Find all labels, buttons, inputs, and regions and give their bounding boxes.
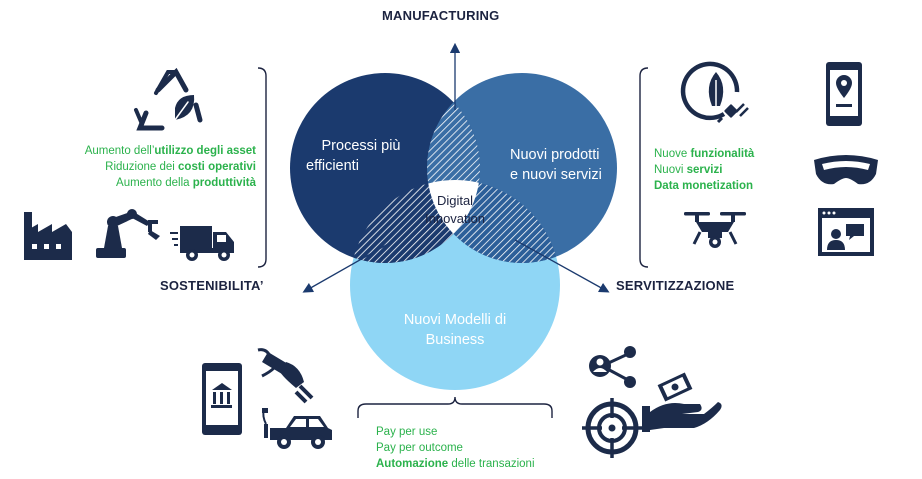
circle-bottom-line2: Business xyxy=(425,332,485,348)
list-item: Riduzione dei costi operativi xyxy=(105,161,256,173)
arrow-left xyxy=(302,239,396,293)
circle-right-text: Nuovi prodotti e nuovi servizi xyxy=(510,145,620,185)
circle-left-line1: Processi più xyxy=(321,138,401,154)
left-bracket xyxy=(257,67,267,268)
list-item: Data monetization xyxy=(654,180,754,192)
left-benefits-list: Aumento dell’utilizzo degli asset Riduzi… xyxy=(85,143,256,191)
target-icon xyxy=(582,398,642,458)
robot-arm-icon xyxy=(96,209,160,258)
circle-left-text: Processi più efficienti xyxy=(306,136,416,176)
phone-location-icon xyxy=(826,62,862,126)
bottom-bracket xyxy=(357,396,553,418)
list-item: Aumento della produttività xyxy=(116,177,256,189)
right-benefits-list: Nuove funzionalità Nuovi servizi Data mo… xyxy=(654,146,754,194)
axis-label-right: SERVITIZZAZIONE xyxy=(616,278,735,293)
list-item: Automazione delle transazioni xyxy=(376,458,535,470)
circle-right-line1: Nuovi prodotti xyxy=(510,147,600,163)
arrow-right xyxy=(514,239,610,293)
circle-left-line2: efficienti xyxy=(306,158,359,174)
list-item: Nuovi servizi xyxy=(654,164,723,176)
list-item: Pay per outcome xyxy=(376,442,463,454)
truck-icon xyxy=(170,226,234,261)
recycle-leaf-icon xyxy=(134,67,203,131)
axis-label-top: MANUFACTURING xyxy=(382,8,500,23)
hand-money-icon xyxy=(642,372,722,432)
circle-right-line2: e nuovi servizi xyxy=(510,167,602,183)
circle-bottom-line1: Nuovi Modelli di xyxy=(403,312,507,328)
vr-headset-icon xyxy=(814,155,878,185)
circle-bottom-text: Nuovi Modelli di Business xyxy=(380,310,530,350)
bottom-benefits-list: Pay per use Pay per outcome Automazione … xyxy=(376,424,535,472)
center-text: Digital Innovation xyxy=(405,192,505,228)
list-item: Aumento dell’utilizzo degli asset xyxy=(84,145,256,157)
center-line1: Digital xyxy=(436,193,474,208)
list-item: Pay per use xyxy=(376,426,438,438)
electric-car-icon xyxy=(262,408,332,449)
phone-bank-icon xyxy=(202,363,242,435)
plug-leaf-icon xyxy=(680,61,749,124)
factory-icon xyxy=(24,212,72,260)
plug-icon xyxy=(257,348,314,404)
video-chat-icon xyxy=(818,208,874,256)
right-bracket xyxy=(639,67,649,268)
list-item: Nuove funzionalità xyxy=(654,148,755,160)
axis-label-left: SOSTENIBILITA’ xyxy=(160,278,264,293)
center-line2: Innovation xyxy=(425,211,485,226)
drone-icon xyxy=(684,212,746,248)
share-icon xyxy=(589,346,636,388)
